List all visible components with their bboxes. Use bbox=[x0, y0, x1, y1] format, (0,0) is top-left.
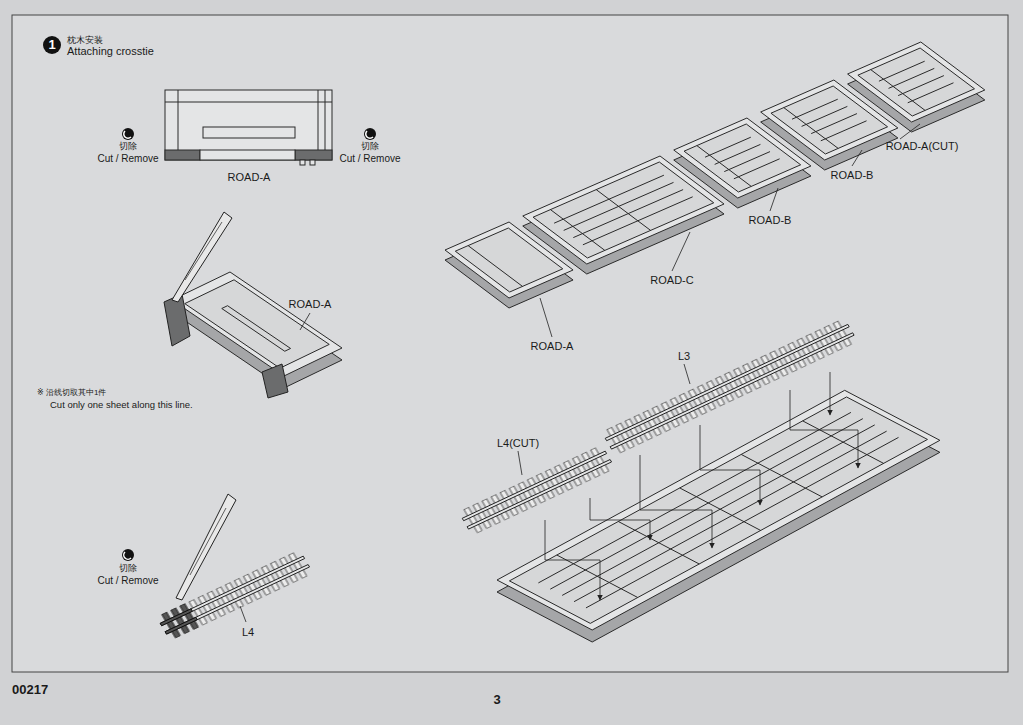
note: Cut only one sheet along this line. bbox=[50, 400, 193, 410]
road-a-front bbox=[165, 90, 332, 165]
part-name: ROAD-C bbox=[650, 274, 693, 286]
road-chain bbox=[445, 42, 985, 337]
cut-label-cn: 切除 bbox=[119, 142, 137, 152]
cut-icon bbox=[122, 128, 376, 561]
cut-label: Cut / Remove bbox=[339, 153, 400, 164]
road-a-perspective bbox=[164, 212, 342, 398]
part-name: ROAD-A bbox=[531, 340, 574, 352]
step-number: 1 bbox=[43, 36, 61, 54]
part-name: ROAD-A bbox=[228, 171, 271, 183]
cut-label: Cut / Remove bbox=[97, 153, 158, 164]
step-marker: 1枕木安装Attaching crosstie bbox=[43, 36, 61, 54]
note-cn: ※ 沿线切取其中1件 bbox=[37, 389, 106, 398]
part-name: L4(CUT) bbox=[497, 437, 539, 449]
part-name: ROAD-B bbox=[749, 214, 792, 226]
part-name: ROAD-A(CUT) bbox=[886, 140, 959, 152]
step-title: Attaching crosstie bbox=[67, 45, 154, 57]
part-name: L4 bbox=[242, 626, 254, 638]
tray-assembly bbox=[458, 318, 940, 642]
page-number: 3 bbox=[493, 693, 500, 707]
kit-number: 00217 bbox=[12, 683, 48, 697]
cut-label: Cut / Remove bbox=[97, 575, 158, 586]
l4-crossties bbox=[156, 494, 313, 641]
cut-label-cn: 切除 bbox=[119, 564, 137, 574]
part-name: ROAD-B bbox=[831, 169, 874, 181]
part-name: ROAD-A bbox=[289, 298, 332, 310]
cut-label-cn: 切除 bbox=[361, 142, 379, 152]
part-name: L3 bbox=[678, 350, 690, 362]
